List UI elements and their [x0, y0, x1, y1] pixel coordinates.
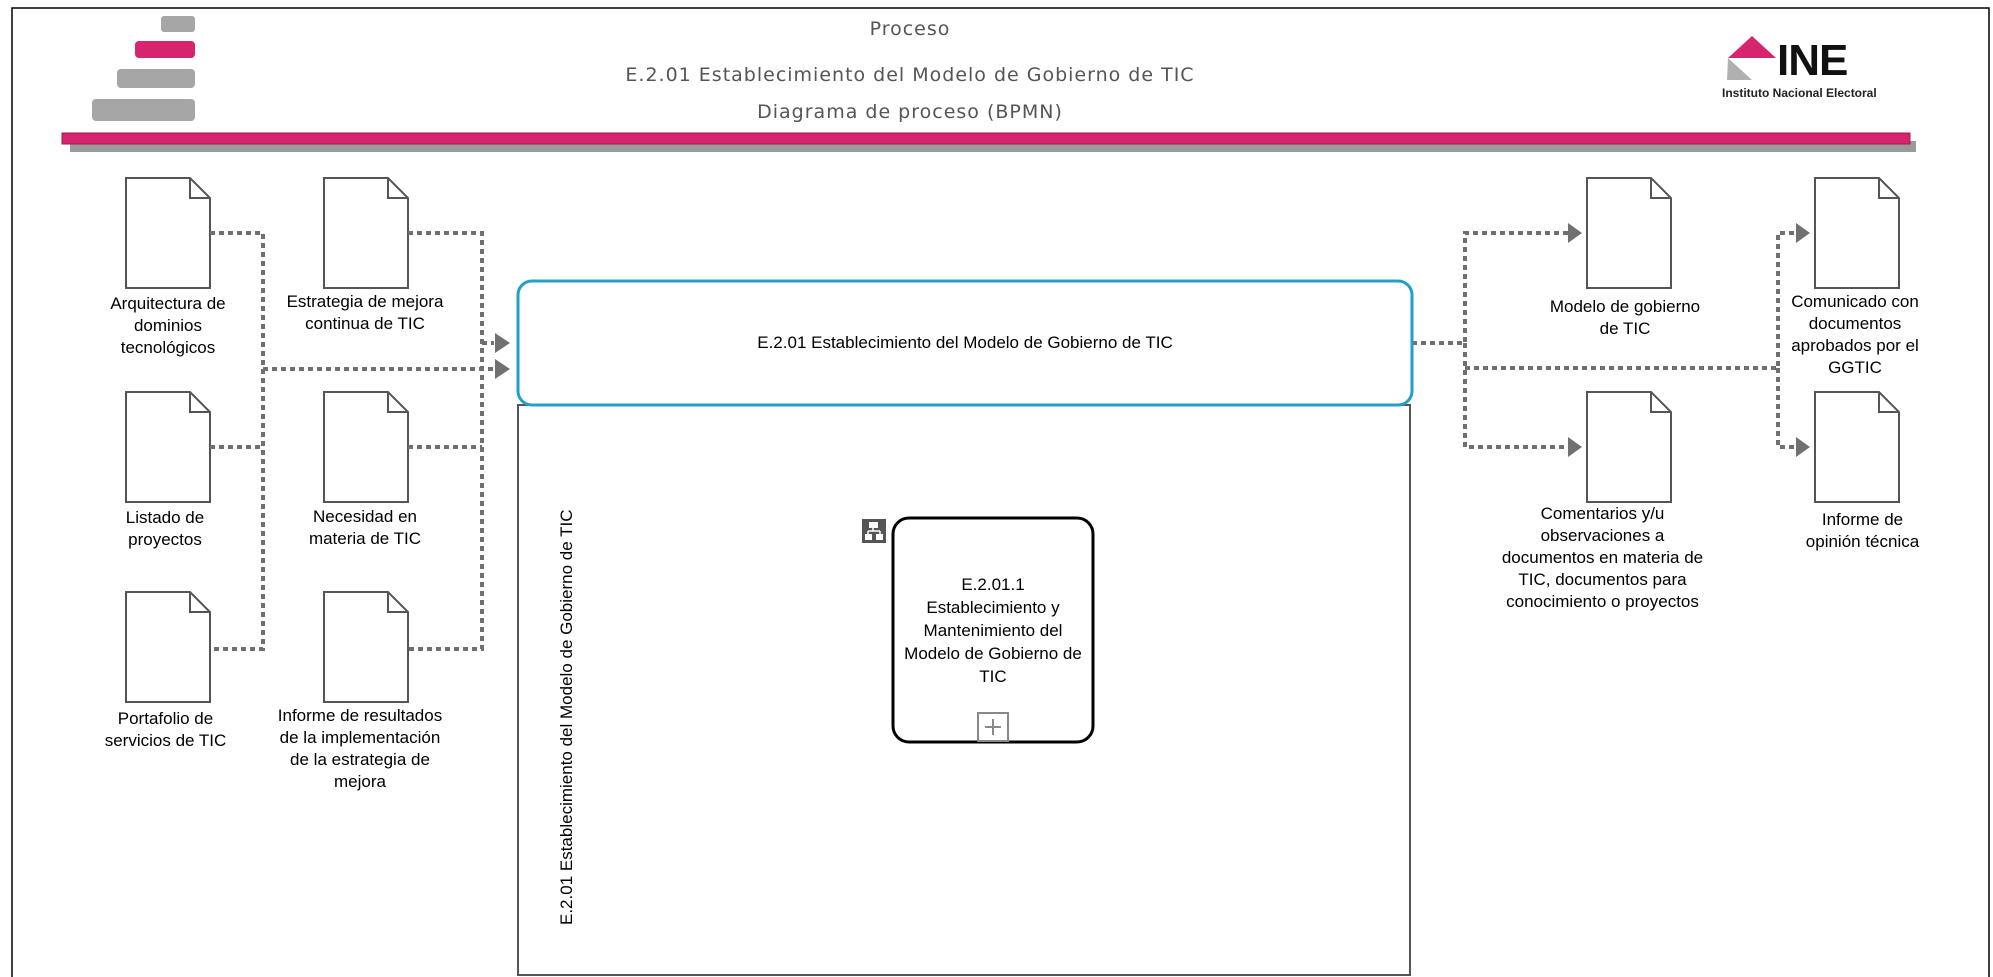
- document-icon: [1586, 391, 1672, 503]
- header-pink-bar: [61, 132, 1911, 145]
- document-fold: [1650, 178, 1671, 199]
- document-fold: [189, 592, 210, 613]
- input-label-listado: Listado de proyectos: [125, 508, 205, 549]
- arrowhead-in-2: [495, 359, 510, 379]
- doc-necesidad[interactable]: [323, 391, 409, 503]
- arrowhead-out-4: [1796, 437, 1810, 457]
- connectors: [210, 231, 1798, 651]
- output-label-comunicado: Comunicado con documentos aprobados por …: [1791, 292, 1919, 377]
- document-fold: [189, 392, 210, 413]
- arrowhead-out-3: [1796, 223, 1810, 243]
- input-label-arquitectura: Arquitectura de dominios tecnológicos: [110, 294, 226, 357]
- doc-informe-opinion[interactable]: [1814, 391, 1900, 503]
- logo-stack: [92, 16, 195, 121]
- ine-diamond-shadow: [1727, 58, 1752, 80]
- output-label-modelo: Modelo de gobierno de TIC: [1549, 297, 1701, 338]
- subprocess-name: Establecimiento y Mantenimiento del Mode…: [904, 598, 1082, 686]
- document-icon: [125, 591, 211, 703]
- connector-out-3: [1465, 231, 1798, 370]
- arrowhead-out-2: [1568, 437, 1582, 457]
- header-process-label: Proceso: [869, 18, 951, 40]
- doc-listado[interactable]: [125, 391, 211, 503]
- input-label-estrategia: Estrategia de mejora continua de TIC: [286, 292, 444, 333]
- document-fold: [1878, 178, 1899, 199]
- arrowheads: [495, 223, 1810, 457]
- document-icon: [125, 177, 211, 289]
- document-icon: [323, 591, 409, 703]
- page-subtitle: Diagrama de proceso (BPMN): [757, 101, 1063, 123]
- document-icon: [1814, 177, 1900, 289]
- document-icon: [1814, 391, 1900, 503]
- connector-out-4: [1776, 368, 1798, 449]
- arrowhead-out-1: [1568, 223, 1582, 243]
- connector-out-1: [1412, 231, 1570, 345]
- logo-bar-4: [92, 99, 195, 121]
- document-fold: [387, 178, 408, 199]
- ine-logo-subtitle: Instituto Nacional Electoral: [1722, 86, 1877, 100]
- doc-portafolio[interactable]: [125, 591, 211, 703]
- document-fold: [387, 392, 408, 413]
- document-fold: [1878, 392, 1899, 413]
- doc-arquitectura[interactable]: [125, 177, 211, 289]
- document-fold: [189, 178, 210, 199]
- document-icon: [125, 391, 211, 503]
- logo-bar-1: [161, 16, 195, 32]
- lane-label: E.2.01 Establecimiento del Modelo de Gob…: [557, 509, 576, 926]
- document-fold: [387, 592, 408, 613]
- connector-col1: [210, 231, 265, 651]
- document-icon: [323, 177, 409, 289]
- doc-modelo[interactable]: [1586, 177, 1672, 289]
- input-label-informe-resultados: Informe de resultados de la implementaci…: [277, 706, 443, 791]
- process-title: E.2.01 Establecimiento del Modelo de Gob…: [757, 333, 1173, 352]
- connector-out-2: [1463, 343, 1570, 449]
- doc-informe-resultados[interactable]: [323, 591, 409, 703]
- ine-logo-text: INE: [1777, 36, 1848, 85]
- doc-comentarios[interactable]: [1586, 391, 1672, 503]
- document-icon: [1586, 177, 1672, 289]
- logo-bar-2: [135, 41, 195, 58]
- document-fold: [1650, 392, 1671, 413]
- arrowhead-in-1: [495, 333, 510, 353]
- subprocess-id: E.2.01.1: [961, 575, 1025, 594]
- plus-icon: [985, 719, 1001, 735]
- input-label-necesidad: Necesidad en materia de TIC: [308, 507, 422, 548]
- page-frame: [11, 7, 1990, 977]
- document-icon: [323, 391, 409, 503]
- doc-estrategia[interactable]: [323, 177, 409, 289]
- output-label-informe-opinion: Informe de opinión técnica: [1805, 510, 1920, 551]
- input-label-portafolio: Portafolio de servicios de TIC: [104, 709, 227, 750]
- hierarchy-icon: [862, 519, 886, 543]
- process-header-box[interactable]: [516, 279, 1414, 407]
- doc-comunicado[interactable]: [1814, 177, 1900, 289]
- header-gray-bar: [70, 141, 1916, 152]
- logo-bar-3: [117, 69, 195, 88]
- page-title: E.2.01 Establecimiento del Modelo de Gob…: [625, 64, 1195, 86]
- connector-col2: [408, 231, 484, 651]
- output-label-comentarios: Comentarios y/u observaciones a document…: [1501, 504, 1704, 611]
